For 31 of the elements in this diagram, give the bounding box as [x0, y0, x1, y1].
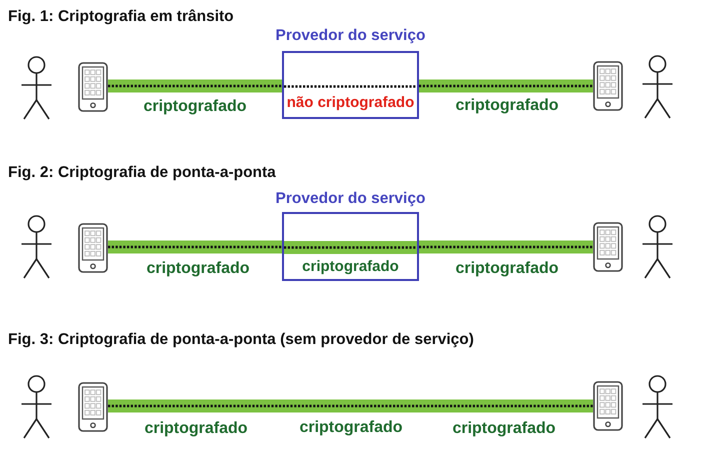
person-icon	[20, 56, 53, 120]
smartphone-icon	[593, 222, 623, 272]
edge-label: criptografado	[299, 418, 403, 438]
person-icon	[20, 215, 53, 279]
person-icon	[641, 55, 674, 119]
person-icon	[641, 375, 674, 439]
smartphone-icon	[78, 382, 108, 432]
line-label: criptografado	[452, 419, 556, 439]
figure-title: Fig. 1: Criptografia em trânsito	[8, 7, 234, 27]
edge-label: criptografado	[455, 96, 559, 116]
link-line	[419, 80, 593, 92]
smartphone-icon	[78, 62, 108, 112]
link-line	[108, 240, 282, 254]
smartphone-icon	[593, 381, 623, 431]
box-title: Provedor do serviço	[276, 26, 426, 46]
box-label: criptografado	[302, 257, 399, 277]
link-line	[108, 80, 282, 92]
link-line	[108, 400, 593, 412]
figure-title: Fig. 2: Criptografia de ponta-a-ponta	[8, 163, 276, 183]
person-icon	[20, 375, 53, 439]
figure-title: Fig. 3: Criptografia de ponta-a-ponta (sem provedor de serviço)	[8, 330, 474, 350]
edge-label: criptografado	[143, 97, 247, 117]
edge-label: criptografado	[455, 259, 559, 279]
box-label: não criptografado	[286, 93, 414, 113]
box-title: Provedor do serviço	[276, 189, 426, 209]
line-label: criptografado	[144, 419, 248, 439]
edge-label: criptografado	[146, 259, 250, 279]
link-line	[419, 240, 593, 254]
person-icon	[641, 215, 674, 279]
smartphone-icon	[593, 61, 623, 111]
smartphone-icon	[78, 223, 108, 273]
